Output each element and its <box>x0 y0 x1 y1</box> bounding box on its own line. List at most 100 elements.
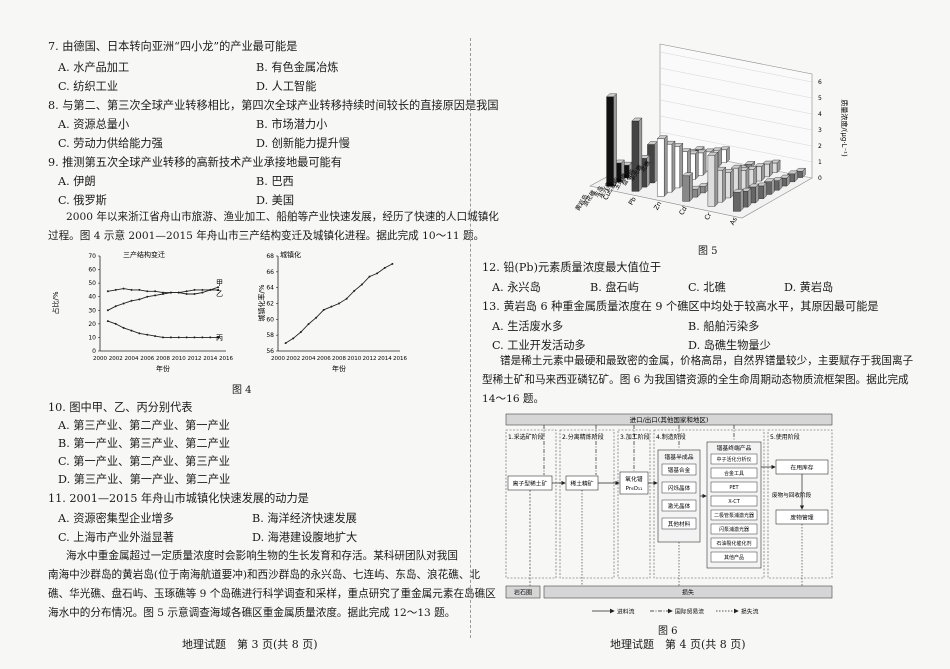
q11-option-a[interactable]: A. 资源密集型企业增多 <box>58 512 174 525</box>
q8-option-b[interactable]: B. 市场潜力小 <box>256 118 328 131</box>
q12-option-c[interactable]: C. 北礁 <box>688 281 726 294</box>
element-label: Cu <box>601 190 612 202</box>
q7-option-b[interactable]: B. 有色金属冶炼 <box>256 61 339 74</box>
legend-trade: 国际贸易流 <box>675 608 704 616</box>
q12-option-d[interactable]: D. 黄岩岛 <box>784 281 834 294</box>
fig5-bars <box>606 93 806 212</box>
intro-line: 14～16 题。 <box>482 393 545 405</box>
q9-option-a[interactable]: A. 伊朗 <box>58 175 96 188</box>
q10-option-a[interactable]: A. 第三产业、第二产业、第一产业 <box>58 419 230 432</box>
bar-side <box>646 154 650 188</box>
intro-line: 礁、华光礁、盘石屿、玉琢礁等 9 个岛礁进行科学调查和采样，重点研究了重金属元素… <box>48 588 496 600</box>
loss-label: 损失 <box>682 589 694 597</box>
bar-side <box>638 117 643 192</box>
figure-6: 进口/出口(其他国家和地区) 1.采选矿阶段 2.分离精炼阶段 3.加工阶段 4… <box>505 413 833 616</box>
q11-stem: 11. 2001—2015 年舟山市城镇化快速发展的动力是 <box>48 492 309 505</box>
ztick-label: 5 <box>818 95 822 102</box>
q7-option-d[interactable]: D. 人工智能 <box>256 80 317 93</box>
point-yi <box>177 291 180 294</box>
stage-box-refining <box>559 429 615 579</box>
point-yi <box>138 298 141 301</box>
xtick-label: 2004 <box>125 356 139 362</box>
final-item-box <box>710 551 758 563</box>
intro-paragraph-fig4: 2000 年以来浙江省舟山市旅游、渔业加工、船舶等产业快速发展，经历了快速的人口… <box>48 208 499 246</box>
q9-option-d[interactable]: D. 美国 <box>256 194 295 207</box>
point-jia <box>114 288 117 291</box>
intro-paragraph-fig5: 海水中重金属超过一定质量浓度时会影响生物的生长发育和存活。某科研团队对我国 南海… <box>48 547 496 623</box>
bar-top <box>606 93 618 97</box>
fig5-zlabel: 质量浓度/(μg·L⁻¹) <box>840 99 849 157</box>
ytick-label: 66 <box>266 269 274 276</box>
q8-option-c[interactable]: C. 劳动力供给能力强 <box>58 137 163 150</box>
bar-side <box>664 135 668 197</box>
q7-option-a[interactable]: A. 水产品加工 <box>58 61 130 74</box>
q13-stem: 13. 黄岩岛 6 种重金属质量浓度在 9 个礁区中均处于较高水平，其原因最可能… <box>482 300 879 313</box>
q11-option-c[interactable]: C. 上海市产业外溢显著 <box>58 531 174 544</box>
q7-option-c[interactable]: C. 纺织工业 <box>58 80 119 93</box>
point-urbanization <box>284 342 287 345</box>
q8-option-d[interactable]: D. 创新能力提升慢 <box>256 137 350 150</box>
q13-option-d[interactable]: D. 岛礁生物量少 <box>688 339 771 352</box>
q12-option-b[interactable]: B. 盘石屿 <box>590 281 639 294</box>
bar-top <box>693 146 705 150</box>
point-jia <box>217 286 220 289</box>
q13-option-b[interactable]: B. 船舶污染多 <box>688 320 760 333</box>
xtick-label: 2008 <box>332 356 346 362</box>
ytick-label: 30 <box>88 307 96 314</box>
point-yi <box>114 305 117 308</box>
q10-option-b[interactable]: B. 第一产业、第三产业、第二产业 <box>58 437 230 450</box>
q10-option-c[interactable]: C. 第一产业、第二产业、第三产业 <box>58 455 230 468</box>
bar-front <box>606 96 614 187</box>
ytick-label: 64 <box>266 285 274 292</box>
q10-option-d[interactable]: D. 第三产业、第一产业、第二产业 <box>58 473 231 486</box>
q8-option-a[interactable]: A. 资源总量小 <box>58 118 130 131</box>
final-item-box <box>710 453 758 465</box>
bar-side <box>745 166 750 190</box>
gridline <box>659 51 813 83</box>
q8-stem: 8. 与第二、第三次全球产业转移相比，第四次全球产业转移持续时间较长的直接原因是… <box>48 99 499 112</box>
intro-line: 镨是稀土元素中最硬和最致密的金属，价格高昂，自然界镨量较少，主要赋存于我国离子 <box>500 355 914 367</box>
series-label-jia: 甲 <box>216 279 223 287</box>
ztick-label: 2 <box>818 143 822 150</box>
label-rare-concentrate: 稀土精矿 <box>570 480 593 488</box>
point-jia <box>138 288 141 291</box>
legend-loss: 损失流 <box>741 608 759 616</box>
xtick-label: 2016 <box>393 356 407 362</box>
final-item-label: 中子活化分析仪 <box>716 456 751 463</box>
lithosphere-box <box>505 585 541 599</box>
stage-label-processing: 3.加工阶段 <box>620 433 650 441</box>
stage-label-mining: 1.采选矿阶段 <box>508 433 544 441</box>
lithosphere-label: 岩石圈 <box>514 589 532 597</box>
q13-option-c[interactable]: C. 工业开发活动多 <box>492 339 586 352</box>
page-divider <box>470 38 471 638</box>
point-yi <box>193 288 196 291</box>
series-label-bing: 丙 <box>216 334 223 342</box>
ztick-label: 4 <box>818 111 822 118</box>
point-jia <box>193 293 196 295</box>
q12-option-a[interactable]: A. 永兴岛 <box>492 281 541 294</box>
bar-side <box>714 151 719 207</box>
legend-feed: 进料流 <box>617 608 635 616</box>
point-bing <box>169 336 172 339</box>
q13-option-a[interactable]: A. 生活废水多 <box>492 320 564 333</box>
q9-option-b[interactable]: B. 巴西 <box>256 175 294 188</box>
point-yi <box>154 294 157 297</box>
stage-label-use: 5.使用阶段 <box>770 433 800 441</box>
point-jia <box>130 288 133 291</box>
q11-option-b[interactable]: B. 海洋经济快速发展 <box>252 512 357 525</box>
point-jia <box>185 293 188 295</box>
final-item-box <box>710 481 758 493</box>
bar-top <box>732 188 744 193</box>
point-urbanization <box>315 316 318 319</box>
point-urbanization <box>292 337 295 340</box>
final-item-label: 闪泵浦激光器 <box>719 526 749 533</box>
label-oxide-formula: Pr₆O₁₁ <box>626 486 643 492</box>
stage-label-manufacturing: 4.制造阶段 <box>656 433 686 441</box>
semi-item-box <box>661 463 697 476</box>
q9-option-c[interactable]: C. 俄罗斯 <box>58 194 107 207</box>
fig4-left-xlabel: 年份 <box>156 364 170 373</box>
intro-line: 海水中重金属超过一定质量浓度时会影响生物的生长发育和存活。某科研团队对我国 <box>66 550 458 562</box>
q11-option-d[interactable]: D. 海港建设腹地扩大 <box>252 531 358 544</box>
bar-side <box>730 168 734 199</box>
